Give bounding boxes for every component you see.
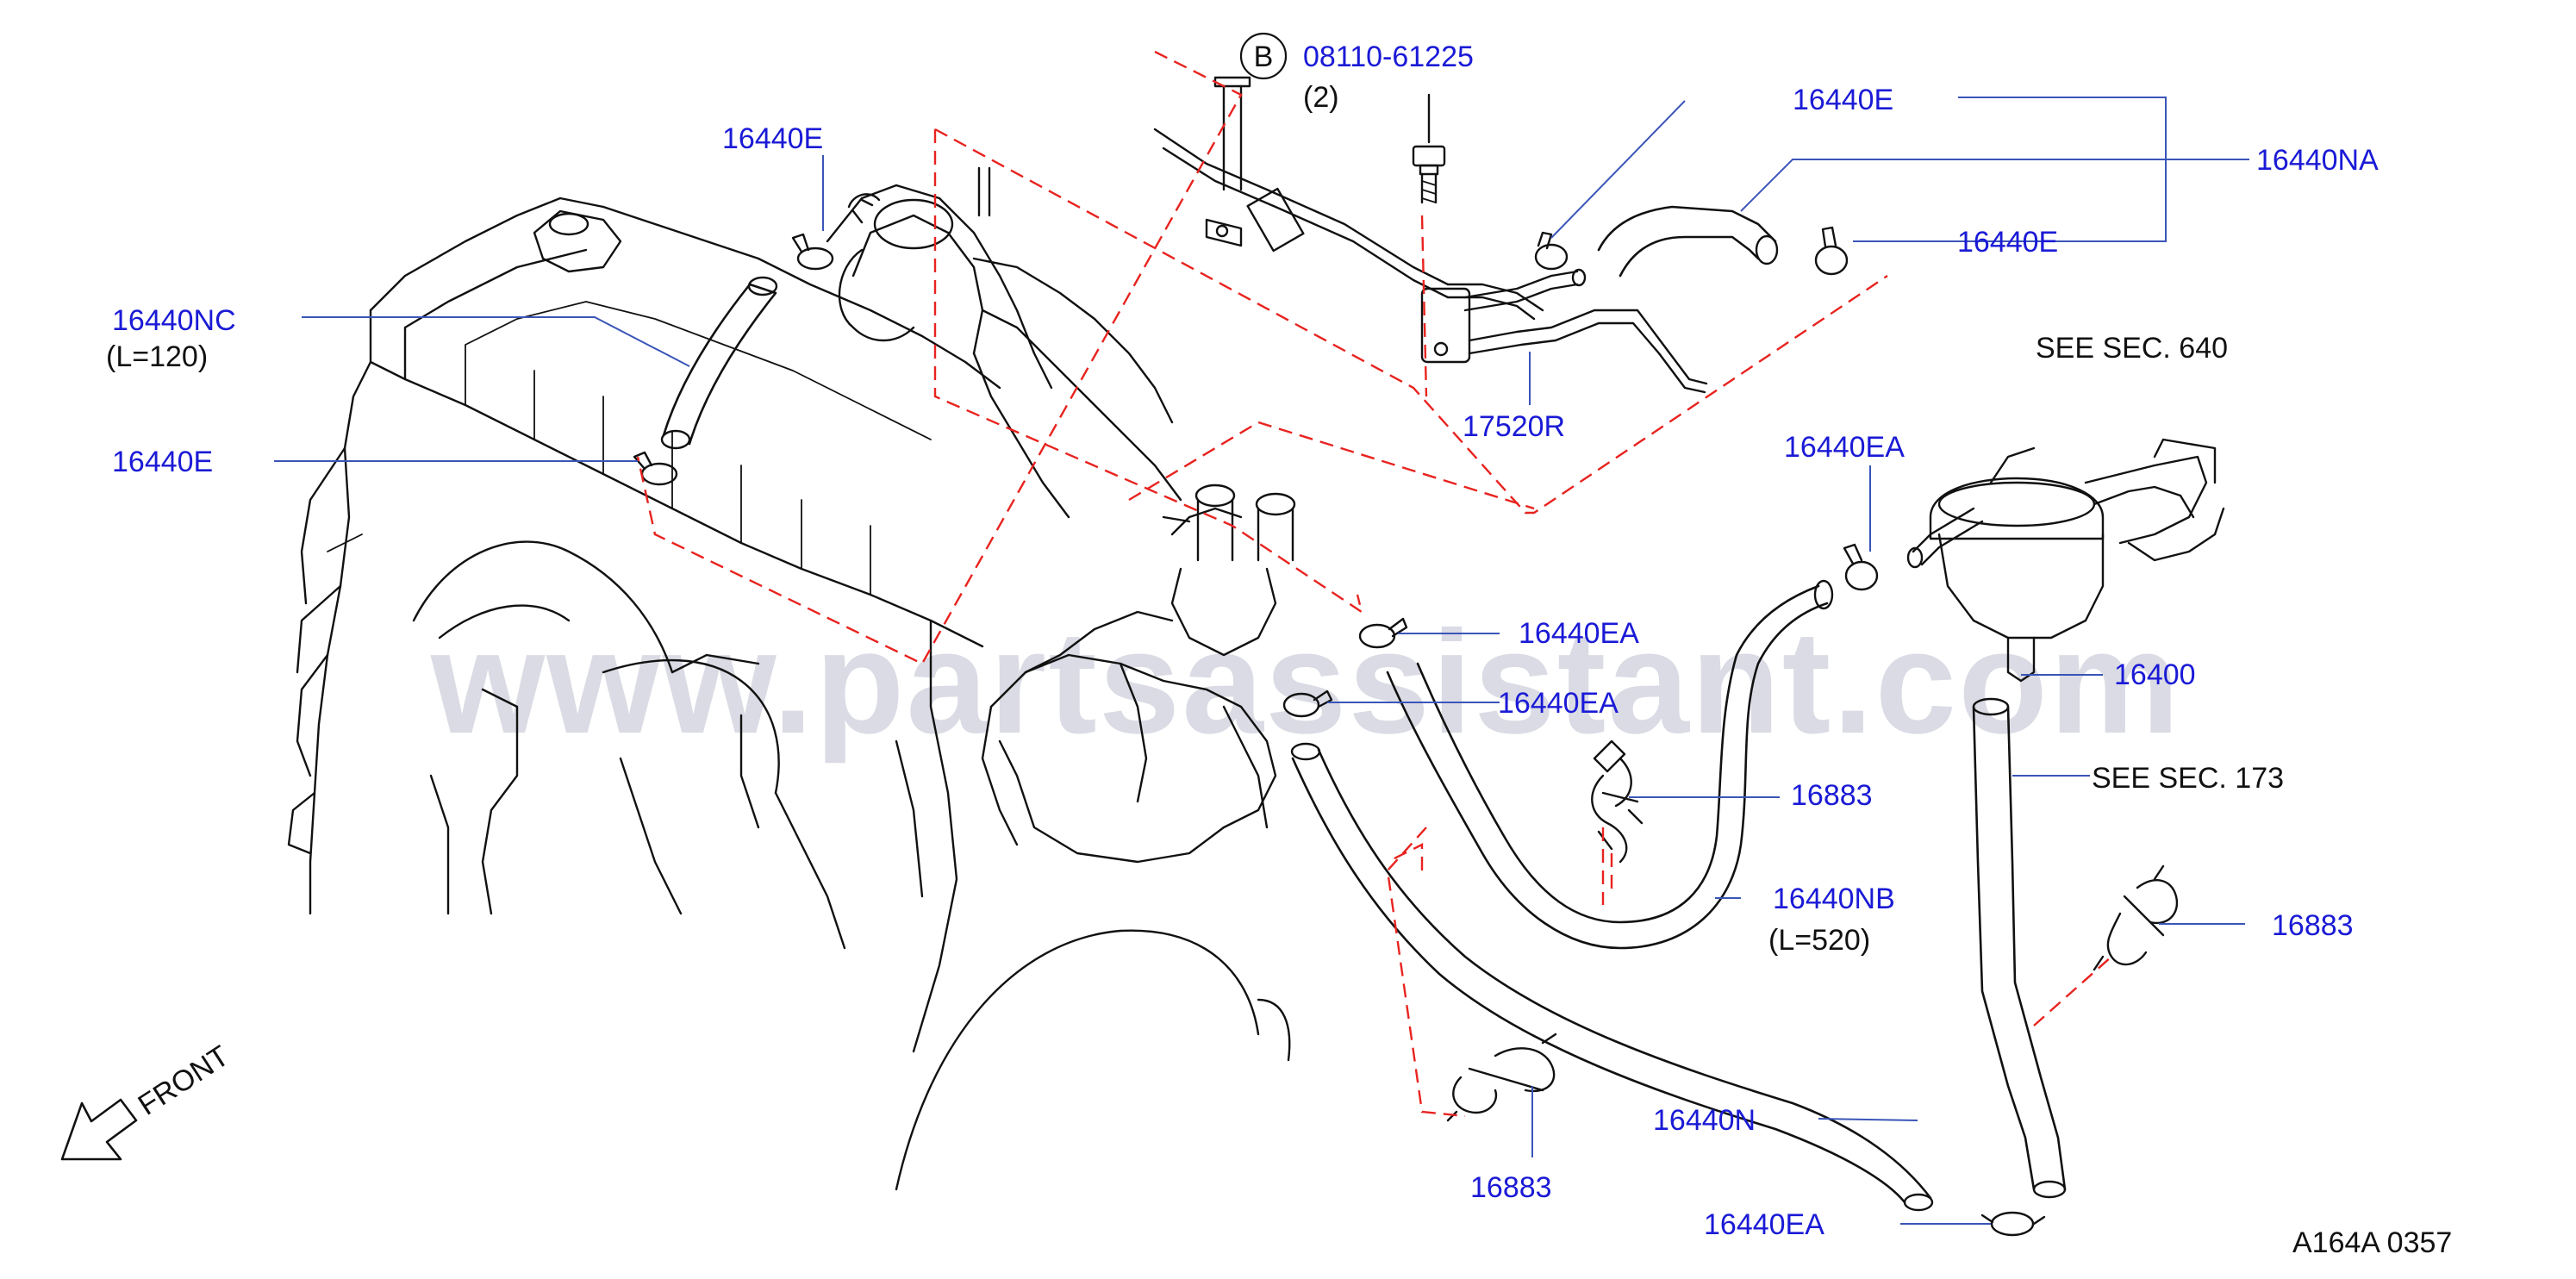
hose-16440NC — [660, 276, 778, 450]
part-label-16883-bottom[interactable]: 16883 — [1470, 1171, 1552, 1204]
diagram-code: A164A 0357 — [2292, 1226, 2452, 1259]
fuel-filter-16400 — [1906, 446, 2105, 683]
reference-see-sec-173[interactable]: SEE SEC. 173 — [2092, 762, 2284, 795]
part-label-16440NB[interactable]: 16440NB — [1773, 883, 1895, 915]
hose-16440N — [1290, 742, 1934, 1212]
hose-to-sec-173 — [1972, 697, 2067, 1199]
part-label-16440E-left[interactable]: 16440E — [112, 446, 213, 478]
fuel-tube-assembly — [1153, 76, 1708, 394]
part-label-16440E-top-right[interactable]: 16440E — [1793, 84, 1893, 116]
reference-dash-lines — [636, 50, 2112, 1118]
clamp-16440EA-filter — [1843, 543, 1879, 591]
clamp-16440EA-lower — [1282, 689, 1333, 718]
part-label-16883-right[interactable]: 16883 — [2272, 909, 2354, 942]
reference-see-sec-640[interactable]: SEE SEC. 640 — [2036, 332, 2228, 365]
part-label-16400[interactable]: 16400 — [2114, 658, 2196, 691]
part-label-16440EA-filter[interactable]: 16440EA — [1784, 431, 1905, 464]
part-length-16440NB: (L=520) — [1768, 924, 1870, 957]
clamp-16440E-top-right — [1534, 231, 1569, 271]
part-label-16440EA-lower[interactable]: 16440EA — [1498, 687, 1619, 720]
front-label: FRONT — [133, 1039, 235, 1122]
clip-16883-bottom — [1446, 1033, 1557, 1122]
engine-block-drawing — [287, 166, 1296, 1191]
bolt-quantity: (2) — [1303, 81, 1339, 114]
filter-bracket — [2084, 438, 2225, 562]
clamp-16440E-upper-left — [791, 233, 834, 271]
leader-lines — [274, 97, 2249, 1225]
part-label-17520R[interactable]: 17520R — [1463, 410, 1565, 443]
bolt-08110-61225 — [1412, 93, 1446, 204]
watermark-text: www.partsassistant.com — [430, 601, 2181, 764]
part-label-16883-mid[interactable]: 16883 — [1791, 779, 1873, 812]
clamp-16440E-right — [1814, 226, 1849, 276]
part-label-16440NA[interactable]: 16440NA — [2256, 144, 2379, 177]
part-label-16440EA-bottom[interactable]: 16440EA — [1704, 1208, 1824, 1241]
clamp-16440EA-bottom — [1980, 1211, 2046, 1237]
clip-16883-right — [2093, 864, 2179, 971]
part-label-16440E-right[interactable]: 16440E — [1957, 226, 2058, 259]
part-length-16440NC: (L=120) — [106, 340, 208, 373]
part-label-16440N[interactable]: 16440N — [1653, 1104, 1756, 1137]
front-arrow: FRONT — [60, 1039, 235, 1161]
clamp-16440EA-mid — [1358, 617, 1408, 649]
bolt-marker-circle — [1239, 32, 1288, 80]
bolt-marker-letter: B — [1254, 41, 1274, 73]
part-label-16440E-upper-left[interactable]: 16440E — [722, 122, 823, 155]
part-label-16440EA-mid[interactable]: 16440EA — [1519, 617, 1639, 650]
bolt-part-number[interactable]: 08110-61225 — [1303, 41, 1474, 73]
hose-16440NA — [1597, 205, 1779, 278]
front-arrow-icon — [60, 1098, 138, 1161]
hose-16440NB — [1386, 579, 1834, 950]
part-label-16440NC[interactable]: 16440NC — [112, 304, 236, 337]
clamp-16440E-left — [633, 451, 678, 486]
clip-16883-mid — [1591, 739, 1644, 864]
